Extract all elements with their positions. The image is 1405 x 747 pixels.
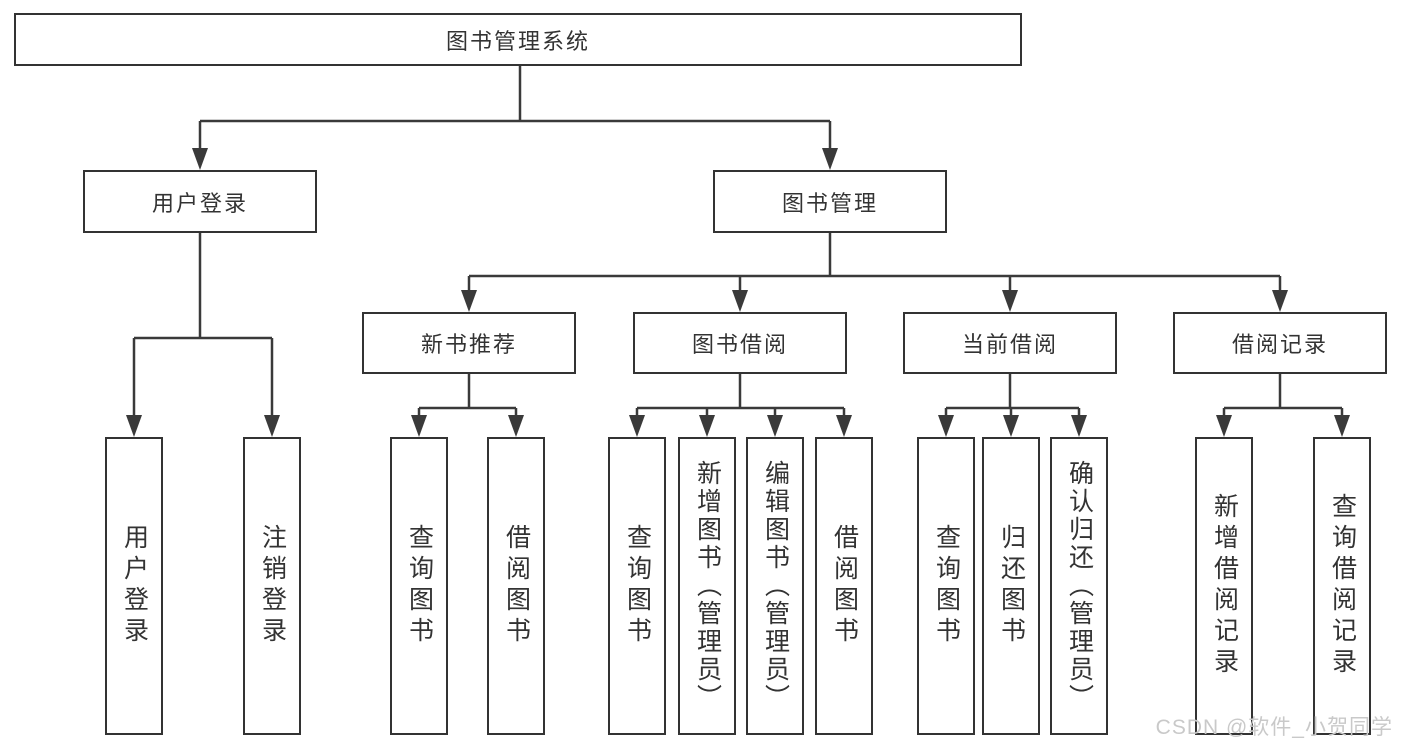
leaf-borrow-books-borrow: 借阅图书 (815, 437, 873, 735)
leaf-confirm-return-admin: 确认归还（管理员） (1050, 437, 1108, 735)
node-library-management-system: 图书管理系统 (14, 13, 1022, 66)
node-book-management: 图书管理 (713, 170, 947, 233)
leaf-label: 新增图书（管理员） (693, 460, 722, 712)
leaf-label: 查询图书 (623, 524, 652, 648)
leaf-label: 借阅图书 (830, 524, 859, 648)
leaf-query-books-recommend: 查询图书 (390, 437, 448, 735)
leaf-label: 借阅图书 (502, 524, 531, 648)
node-label: 图书管理 (781, 190, 878, 216)
node-label: 新书推荐 (420, 332, 517, 357)
csdn-watermark: CSDN @软件_小贺同学 (1155, 716, 1393, 739)
node-new-book-recommend: 新书推荐 (362, 312, 576, 374)
leaf-label: 注销登录 (258, 524, 287, 648)
leaf-query-borrow-record: 查询借阅记录 (1313, 437, 1371, 735)
leaf-user-login: 用户登录 (105, 437, 163, 735)
node-label: 用户登录 (151, 190, 248, 216)
leaf-label: 查询借阅记录 (1328, 493, 1357, 679)
leaf-label: 用户登录 (120, 524, 149, 648)
leaf-label: 归还图书 (997, 524, 1026, 648)
leaf-query-books-current: 查询图书 (917, 437, 975, 735)
leaf-label: 查询图书 (932, 524, 961, 648)
leaf-add-borrow-record: 新增借阅记录 (1195, 437, 1253, 735)
leaf-borrow-books-recommend: 借阅图书 (487, 437, 545, 735)
leaf-edit-book-admin: 编辑图书（管理员） (746, 437, 804, 735)
leaf-label: 编辑图书（管理员） (761, 460, 790, 712)
leaf-logout: 注销登录 (243, 437, 301, 735)
node-borrow-records: 借阅记录 (1173, 312, 1387, 374)
leaf-query-books-borrow: 查询图书 (608, 437, 666, 735)
node-label: 当前借阅 (961, 332, 1058, 357)
leaf-return-book: 归还图书 (982, 437, 1040, 735)
node-label: 借阅记录 (1231, 332, 1328, 357)
leaf-label: 新增借阅记录 (1210, 493, 1239, 679)
node-user-login: 用户登录 (83, 170, 317, 233)
node-current-borrow: 当前借阅 (903, 312, 1117, 374)
node-book-borrow: 图书借阅 (633, 312, 847, 374)
leaf-add-book-admin: 新增图书（管理员） (678, 437, 736, 735)
node-label: 图书借阅 (691, 332, 788, 357)
leaf-label: 查询图书 (405, 524, 434, 648)
leaf-label: 确认归还（管理员） (1065, 460, 1094, 712)
node-label: 图书管理系统 (445, 28, 590, 54)
